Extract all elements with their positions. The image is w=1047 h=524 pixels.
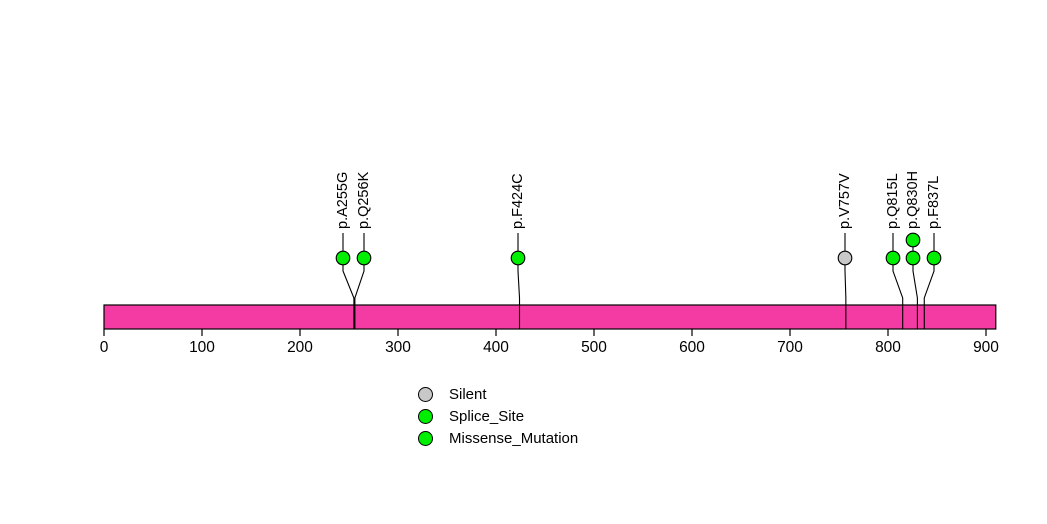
mutation-label: p.F837L <box>926 176 942 229</box>
axis-tick-label: 600 <box>679 339 705 356</box>
legend-label-missense-mutation: Missense_Mutation <box>449 429 579 447</box>
mutation-label: p.Q256K <box>356 171 372 229</box>
legend-swatch-splice-site-icon <box>418 408 433 424</box>
mutation-label: p.Q815L <box>885 173 901 229</box>
mutation-marker <box>356 250 372 266</box>
mutation-marker <box>926 250 942 266</box>
axis-tick-label: 800 <box>875 339 901 356</box>
mutation-label: p.F424C <box>510 173 526 229</box>
protein-bar <box>103 304 997 330</box>
mutation-marker <box>905 250 921 266</box>
legend-swatch-missense-mutation-icon <box>418 430 433 446</box>
axis-tick-label: 500 <box>581 339 607 356</box>
axis-tick-label: 100 <box>189 339 215 356</box>
mutation-marker <box>837 250 853 266</box>
legend-item-silent: Silent <box>418 383 578 405</box>
mutation-label: p.V757V <box>837 173 853 229</box>
axis-tick-label: 200 <box>287 339 313 356</box>
axis-tick-label: 700 <box>777 339 803 356</box>
axis-tick-label: 400 <box>483 339 509 356</box>
mutation-label: p.Q830H <box>905 171 921 229</box>
legend-swatch-silent-icon <box>418 386 433 402</box>
mutation-marker <box>335 250 351 266</box>
legend-label-splice-site: Splice_Site <box>449 407 525 425</box>
legend-item-splice-site: Splice_Site <box>418 405 578 427</box>
axis-tick-label: 900 <box>973 339 999 356</box>
legend: Silent Splice_Site Missense_Mutation <box>418 383 578 449</box>
legend-item-missense-mutation: Missense_Mutation <box>418 427 578 449</box>
axis-tick-label: 300 <box>385 339 411 356</box>
mutation-marker <box>905 232 921 248</box>
mutation-marker <box>510 250 526 266</box>
mutation-marker <box>885 250 901 266</box>
axis-tick-label: 0 <box>100 339 109 356</box>
mutation-label: p.A255G <box>335 172 351 229</box>
legend-label-silent: Silent <box>449 385 487 403</box>
